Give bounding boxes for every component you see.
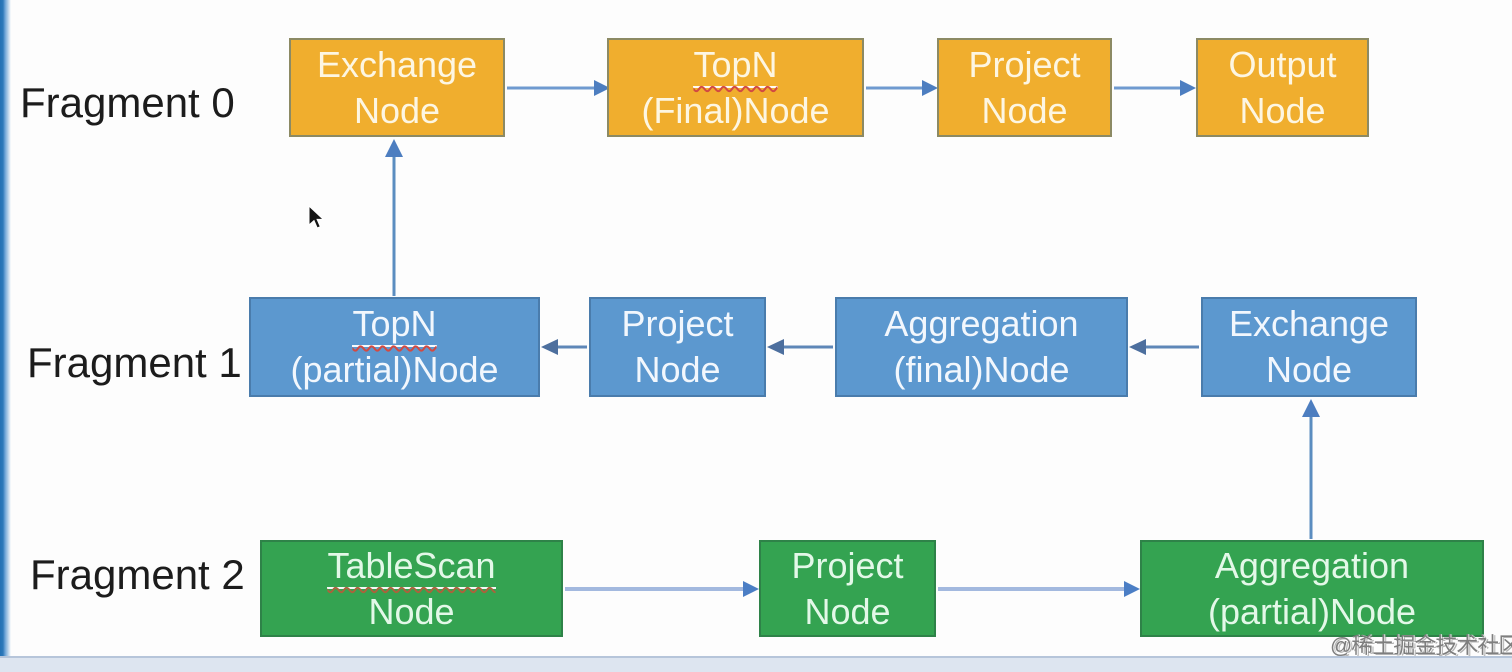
arrow-f2-tablescan-to-project [565,581,759,597]
node-label-line1: Project [791,544,904,586]
node-f2-tablescan: TableScan Node [260,540,563,637]
node-label-line1: TopN [693,42,778,88]
arrow-f1-aggregation-to-project [767,339,833,355]
fragment-1-label: Fragment 1 [27,339,242,386]
node-label-line2: Node [634,349,721,390]
node-label-line2: Node [1265,349,1353,390]
mouse-cursor-icon [308,205,325,229]
node-label-line1: TopN [352,301,437,347]
arrow-f2-project-to-aggregation [938,581,1140,597]
arrow-f1-exchange-to-aggregation [1129,339,1199,355]
arrow-f1-topn-to-f0-exchange [385,139,403,296]
node-label-line1: Project [968,43,1081,85]
node-label-line2: Node [981,89,1068,131]
node-f1-project: Project Node [589,297,766,397]
node-label-line1: Project [621,303,734,344]
fragment-2-label: Fragment 2 [30,551,245,598]
node-label-line1: Exchange [1228,303,1390,344]
node-label-line2: (Final)Node [641,89,830,131]
node-f0-project: Project Node [937,38,1112,137]
node-label-line2: (final)Node [893,349,1070,390]
node-label-line2: Node [1239,89,1326,131]
node-f1-aggregation-final: Aggregation (final)Node [835,297,1128,397]
node-f0-exchange: Exchange Node [289,38,505,137]
node-label-line2: Node [804,590,891,632]
node-label-line2: Node [353,89,441,131]
arrow-f1-project-to-topn [541,339,587,355]
arrow-f0-topn-to-project [866,80,938,96]
node-label-line2: Node [368,590,455,632]
bottom-edge-strip [0,656,1512,672]
node-label-line1: Aggregation [884,303,1079,344]
node-f0-topn-final: TopN (Final)Node [607,38,864,137]
node-f0-output: Output Node [1196,38,1369,137]
node-label-line1: TableScan [327,543,496,589]
arrow-f0-project-to-output [1114,80,1196,96]
node-f2-project: Project Node [759,540,936,637]
arrow-f2-aggregation-to-f1-exchange [1302,399,1320,539]
node-f2-aggregation-partial: Aggregation (partial)Node [1140,540,1484,637]
node-f1-topn-partial: TopN (partial)Node [249,297,540,397]
node-label-line1: Output [1228,43,1337,85]
node-label-line1: Exchange [316,43,478,85]
fragment-0-label: Fragment 0 [20,79,235,126]
left-edge-bar [0,0,12,672]
node-label-line1: Aggregation [1214,544,1410,586]
juejin-watermark: @稀土掘金技术社区 [1330,633,1512,658]
node-label-line2: (partial)Node [1207,590,1417,632]
node-label-line2: (partial)Node [290,349,499,390]
node-f1-exchange: Exchange Node [1201,297,1417,397]
arrow-f0-exchange-to-topn [507,80,610,96]
